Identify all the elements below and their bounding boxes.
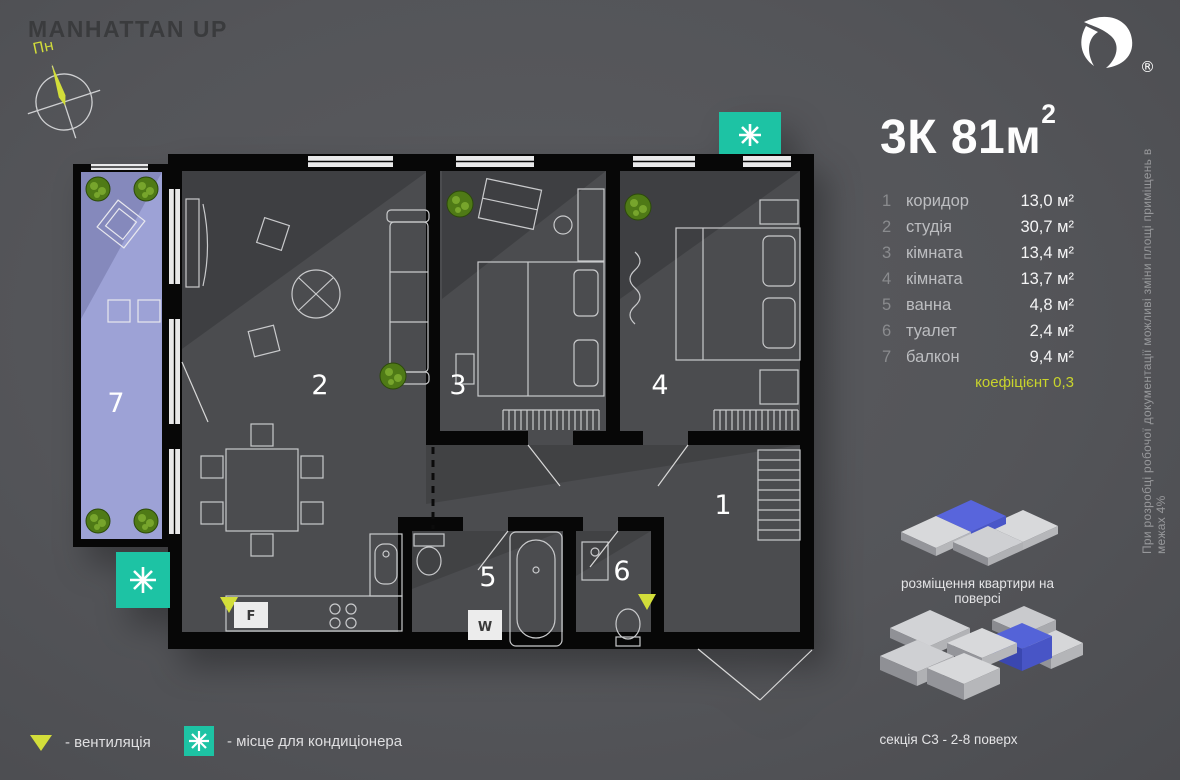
unit-title-sup: 2: [1041, 98, 1057, 129]
vent-triangle-icon: [30, 734, 52, 751]
room-number-7: 7: [107, 388, 124, 419]
room-number-1: 1: [714, 490, 731, 521]
registered-mark: ®: [1140, 58, 1155, 76]
room-row-2: 2 студія 30,7 м²: [882, 218, 1074, 236]
room-number-4: 4: [651, 370, 668, 401]
room-number-2: 2: [311, 370, 328, 401]
section-caption: секція С3 - 2-8 поверх: [879, 732, 1018, 747]
vent-triangle-toilet-icon: [638, 594, 656, 610]
fridge-box: [234, 602, 268, 628]
room-row-3: 3 кімната 13,4 м²: [882, 244, 1074, 262]
room-row-7: 7 балкон 9,4 м²: [882, 348, 1074, 366]
compass-needle-icon: [51, 63, 66, 106]
brand-logo-icon: ®: [1081, 16, 1155, 76]
apartment-floor: [168, 154, 814, 649]
room-row-6: 6 туалет 2,4 м²: [882, 322, 1074, 340]
ac-asterisk-icon: [130, 567, 156, 593]
disclaimer-vertical: При розробці робочої документації можлив…: [1140, 148, 1168, 554]
plants: [85, 176, 652, 534]
ac-spot-left: [116, 552, 170, 608]
furniture: [96, 177, 813, 701]
compass-north-label: Пн: [31, 36, 55, 58]
floor-placement-caption: розміщення квартири на поверсі: [901, 576, 1054, 606]
room-row-5: 5 ванна 4,8 м²: [882, 296, 1074, 314]
section-diagram: [880, 606, 1083, 700]
room-row-1: 1 коридор 13,0 м²: [882, 192, 1074, 210]
windows: [169, 156, 791, 534]
fridge-label: F: [247, 609, 256, 624]
compass-icon: Пн: [27, 36, 101, 139]
unit-title: 3К 81м2: [880, 99, 1056, 165]
floor-shadows: [182, 171, 800, 589]
legend-air-conditioner: - місце для кондиціонера: [184, 726, 402, 756]
room-number-6: 6: [613, 556, 630, 587]
floor-placement-diagram: [901, 500, 1058, 566]
coefficient-note: коефіцієнт 0,3: [975, 374, 1074, 391]
vent-triangle-kitchen-icon: [220, 597, 238, 613]
floor-plan: F W 1 2 3 4 5 6 7: [73, 112, 814, 701]
balcony-area: [73, 164, 170, 547]
compass-rose: [27, 63, 101, 139]
unit-title-text: 3К 81м: [880, 111, 1042, 164]
room-list: 1 коридор 13,0 м² 2 студія 30,7 м² 3 кім…: [882, 188, 1074, 370]
ac-asterisk-icon: [189, 731, 209, 751]
room-number-5: 5: [479, 562, 496, 593]
brand-title: MANHATTAN UP: [28, 16, 228, 42]
ac-square-icon: [184, 726, 214, 756]
legend-ventilation: - вентиляція: [30, 734, 151, 751]
washer-label: W: [478, 620, 492, 635]
room-number-3: 3: [449, 370, 466, 401]
washer-box: [468, 610, 502, 640]
ac-asterisk-icon: [739, 124, 761, 146]
room-row-4: 4 кімната 13,7 м²: [882, 270, 1074, 288]
ac-spot-top: [719, 112, 781, 158]
